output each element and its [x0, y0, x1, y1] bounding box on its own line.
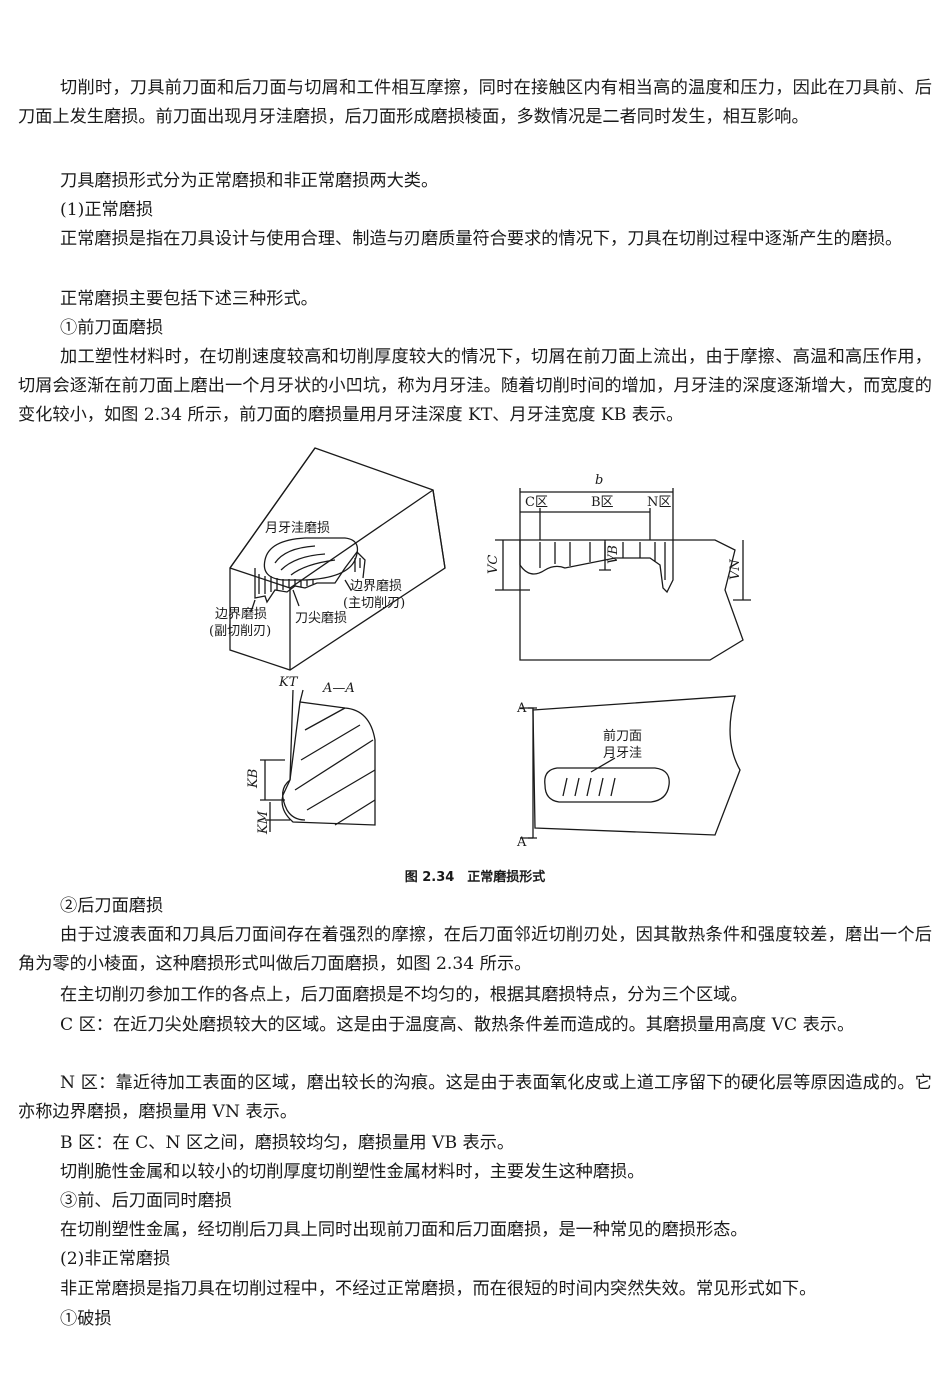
heading-combined-wear: ③前、后刀面同时磨损: [60, 1191, 232, 1211]
paragraph-flank-wear: 由于过渡表面和刀具后刀面间存在着强烈的摩擦，在后刀面邻近切削刃处，因其散热条件和…: [18, 925, 932, 974]
label-boundary-wear-minor: 边界磨损: [215, 607, 267, 622]
label-crater-wear: 月牙洼磨损: [265, 521, 330, 536]
paragraph-combined-wear: 在切削塑性金属，经切削后刀具上同时出现前刀面和后刀面磨损，是一种常见的磨损形态。: [60, 1220, 748, 1240]
label-km: KM: [256, 810, 271, 835]
label-boundary-wear-main: 边界磨损: [350, 579, 402, 594]
paragraph-rake-wear: 加工塑性材料时，在切削速度较高和切削厚度较大的情况下，切屑在前刀面上流出，由于摩…: [18, 347, 932, 425]
label-b-zone: B区: [591, 495, 614, 510]
label-kt: KT: [278, 675, 299, 690]
paragraph-wear-types: 刀具磨损形式分为正常磨损和非正常磨损两大类。: [60, 171, 439, 191]
paragraph-c-zone: C 区：在近刀尖处磨损较大的区域。这是由于温度高、散热条件差而造成的。其磨损量用…: [60, 1015, 855, 1035]
figure-normal-wear: 月牙洼磨损 边界磨损 (主切削刃) 边界磨损 (副切削刃) 刀尖磨损 b C区 …: [195, 440, 755, 860]
label-section-aa: A—A: [322, 681, 355, 696]
rake-crater-drawing: [520, 695, 741, 839]
paragraph-three-forms: 正常磨损主要包括下述三种形式。: [60, 289, 318, 309]
heading-abnormal-wear: (2)非正常磨损: [60, 1249, 171, 1269]
heading-breakage: ①破损: [60, 1309, 112, 1329]
paragraph-three-zones: 在主切削刃参加工作的各点上，后刀面磨损是不均匀的，根据其磨损特点，分为三个区域。: [60, 985, 748, 1005]
label-a-top: A: [516, 701, 527, 716]
paragraph-wear-intro: 切削时，刀具前刀面和后刀面与切屑和工件相互摩擦，同时在接触区内有相当高的温度和压…: [18, 78, 932, 127]
label-boundary-wear-main-edge: (主切削刃): [343, 596, 405, 611]
paragraph-n-zone: N 区：靠近待加工表面的区域，磨出较长的沟痕。这是由于表面氧化皮或上道工序留下的…: [18, 1073, 932, 1122]
label-b: b: [595, 473, 603, 488]
wear-diagram: 月牙洼磨损 边界磨损 (主切削刃) 边界磨损 (副切削刃) 刀尖磨损 b C区 …: [209, 447, 751, 850]
label-c-zone: C区: [525, 495, 548, 510]
label-boundary-wear-minor-edge: (副切削刃): [209, 624, 271, 639]
label-kb: KB: [246, 769, 261, 789]
heading-rake-wear: ①前刀面磨损: [60, 318, 164, 338]
paragraph-normal-wear-def: 正常磨损是指在刀具设计与使用合理、制造与刃磨质量符合要求的情况下，刀具在切削过程…: [60, 229, 903, 249]
tool-insert-drawing: [229, 447, 446, 671]
label-rake-crater: 月牙洼: [603, 746, 642, 761]
heading-normal-wear: (1)正常磨损: [60, 200, 154, 220]
label-a-bottom: A: [516, 835, 527, 850]
label-tip-wear: 刀尖磨损: [295, 611, 347, 626]
section-aa-drawing: [260, 689, 376, 832]
paragraph-b-zone: B 区：在 C、N 区之间，磨损较均匀，磨损量用 VB 表示。: [60, 1133, 515, 1153]
paragraph-abnormal-wear: 非正常磨损是指刀具在切削过程中，不经过正常磨损，而在很短的时间内突然失效。常见形…: [60, 1279, 817, 1299]
label-vc: VC: [486, 555, 501, 574]
paragraph-brittle-metal: 切削脆性金属和以较小的切削厚度切削塑性金属材料时，主要发生这种磨损。: [60, 1162, 645, 1182]
label-n-zone: N区: [647, 495, 671, 510]
label-rake-face: 前刀面: [603, 728, 642, 744]
label-vn: VN: [728, 559, 743, 580]
label-vb: VB: [606, 545, 621, 564]
flank-wear-drawing: [495, 488, 751, 661]
figure-caption: 图 2.34 正常磨损形式: [404, 870, 546, 885]
heading-flank-wear: ②后刀面磨损: [60, 896, 164, 916]
